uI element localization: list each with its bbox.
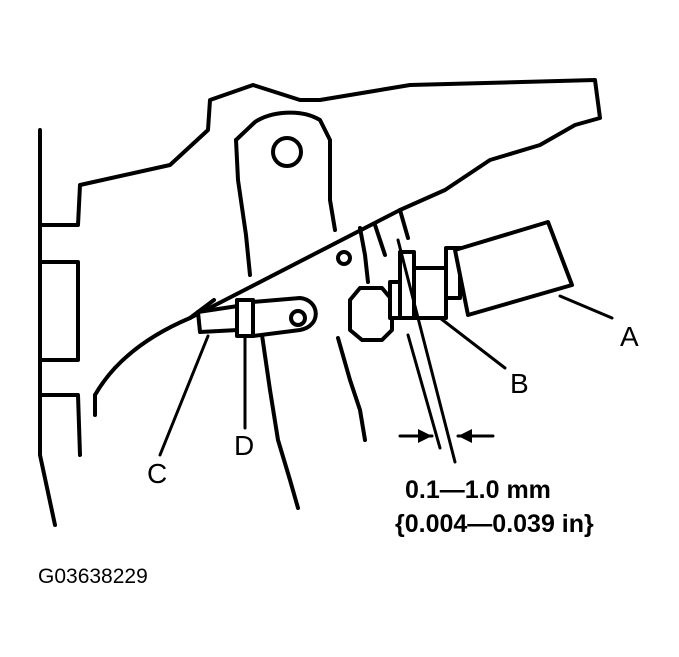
figure-id: G03638229 [38,565,148,588]
callout-c: C [147,458,167,489]
clearance-dimension [398,429,495,443]
stopper-plate [188,208,410,320]
leader-lines [158,238,614,464]
pedal-arm [234,110,367,510]
brake-light-switch [348,220,574,342]
callout-d: D [234,430,254,461]
pushrod-clevis [196,296,318,338]
callout-b: B [510,368,529,399]
callout-a: A [620,321,639,352]
pedal-bracket [38,78,602,527]
clearance-spec-metric: 0.1—1.0 mm [405,476,551,504]
clearance-spec-imperial: {0.004—0.039 in} [395,510,594,538]
